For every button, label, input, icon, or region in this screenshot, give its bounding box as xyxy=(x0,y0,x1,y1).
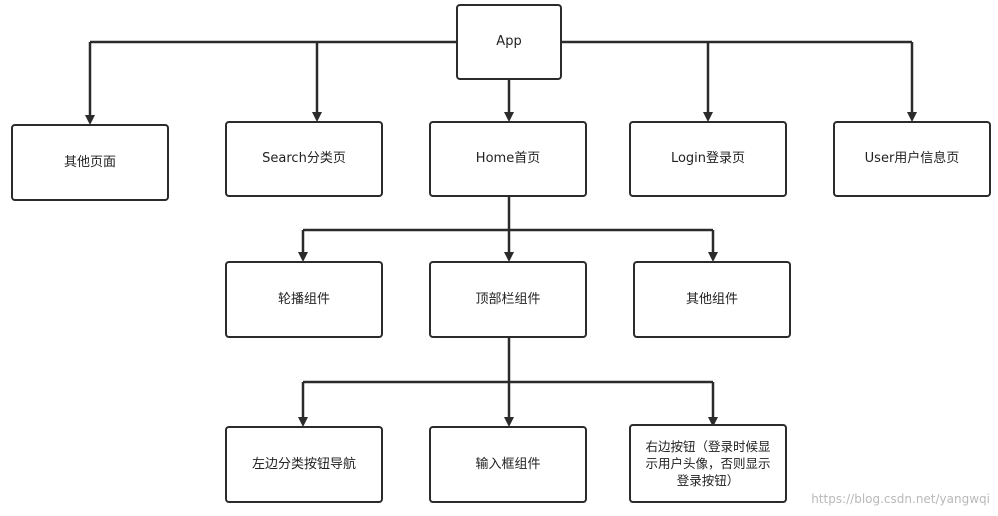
node-search: Search分类页 xyxy=(225,121,383,197)
edge-topbar-trunk xyxy=(303,338,713,384)
node-topbar: 顶部栏组件 xyxy=(429,261,587,338)
node-input-box: 输入框组件 xyxy=(429,426,587,503)
node-other-pages: 其他页面 xyxy=(11,124,169,201)
node-carousel: 轮播组件 xyxy=(225,261,383,338)
node-left-nav: 左边分类按钮导航 xyxy=(225,426,383,503)
watermark: https://blog.csdn.net/yangwqi xyxy=(811,492,990,506)
node-right-button: 右边按钮（登录时候显示用户头像，否则显示登录按钮） xyxy=(629,424,787,503)
edge-home-trunk xyxy=(303,197,713,232)
node-login: Login登录页 xyxy=(629,121,787,197)
node-user: User用户信息页 xyxy=(833,121,991,197)
node-app: App xyxy=(456,4,562,80)
node-other-components: 其他组件 xyxy=(633,261,791,338)
node-home: Home首页 xyxy=(429,121,587,197)
